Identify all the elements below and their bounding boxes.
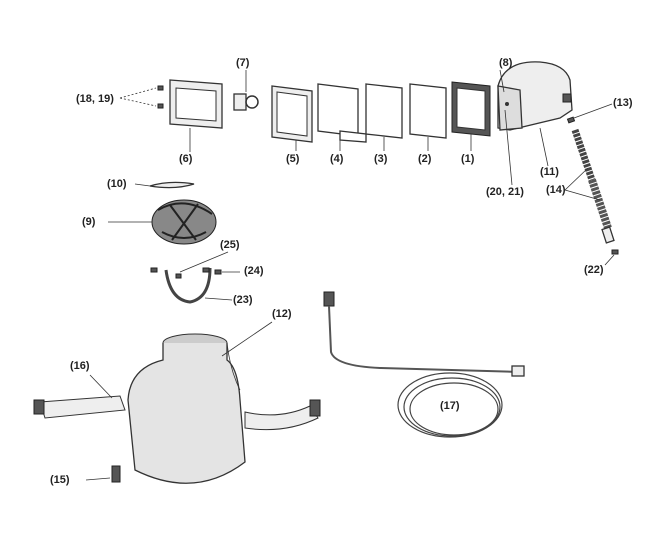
lens-1: [451, 81, 491, 151]
latch-7: [233, 70, 259, 111]
label-22: (22): [584, 264, 604, 276]
helmet-11: [497, 61, 573, 186]
label-2: (2): [418, 153, 432, 165]
label-17: (17): [440, 400, 460, 412]
cape-12: [33, 321, 321, 484]
label-5: (5): [286, 153, 300, 165]
label-4: (4): [330, 153, 344, 165]
label-13: (13): [613, 97, 633, 109]
label-24: (24): [244, 265, 264, 277]
label-20-21: (20, 21): [486, 186, 524, 198]
label-11: (11): [540, 166, 559, 178]
sweatband-10: [134, 181, 195, 189]
chin-strap-23: [150, 251, 240, 304]
label-15: (15): [50, 474, 70, 486]
label-16: (16): [70, 360, 90, 372]
label-8: (8): [499, 57, 513, 69]
lens-2: [409, 83, 447, 151]
label-23: (23): [233, 294, 253, 306]
lens-4: [317, 83, 367, 151]
fitting-15: [85, 465, 121, 483]
label-25: (25): [220, 239, 240, 251]
label-9: (9): [82, 216, 96, 228]
label-10: (10): [107, 178, 127, 190]
label-6: (6): [179, 153, 193, 165]
label-14: (14): [546, 184, 566, 196]
lens-5: [271, 85, 313, 151]
hose-14: [564, 103, 619, 266]
lens-3: [365, 83, 403, 151]
label-18-19: (18, 19): [76, 93, 114, 105]
headgear-9: [108, 199, 217, 245]
screws-18-19: [119, 85, 164, 109]
lens-frame-6: [169, 79, 223, 152]
label-12: (12): [272, 308, 292, 320]
label-1: (1): [461, 153, 475, 165]
label-3: (3): [374, 153, 388, 165]
air-hose-17: [323, 291, 525, 438]
label-7: (7): [236, 57, 250, 69]
